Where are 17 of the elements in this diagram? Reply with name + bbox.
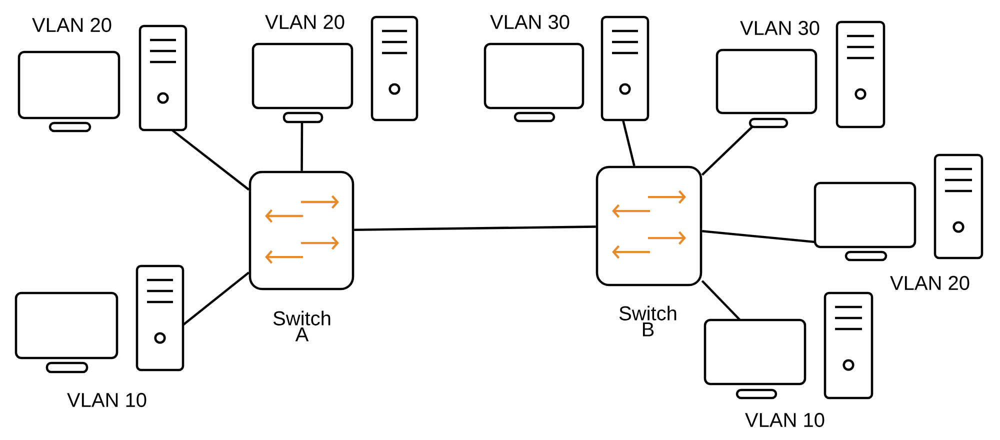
- vlan-label: VLAN 10: [67, 392, 146, 408]
- vlan-label: VLAN 10: [745, 412, 824, 428]
- vlan-label: VLAN 30: [490, 14, 570, 30]
- cable-line: [701, 280, 741, 321]
- vlan-label: VLAN 20: [265, 14, 344, 30]
- vlan-label: VLAN 20: [32, 18, 112, 32]
- switch-label: Switch B: [619, 306, 676, 336]
- cable-line: [622, 120, 636, 166]
- cable-line: [182, 272, 250, 326]
- vlan-label: VLAN 20: [890, 276, 970, 290]
- cable-line: [702, 230, 816, 244]
- switch-label: Switch A: [273, 310, 330, 342]
- cable-line: [354, 226, 596, 231]
- cable-line: [300, 122, 304, 171]
- vlan-label: VLAN 30: [740, 20, 820, 36]
- cable-line: [701, 126, 753, 176]
- cable-line: [171, 129, 250, 191]
